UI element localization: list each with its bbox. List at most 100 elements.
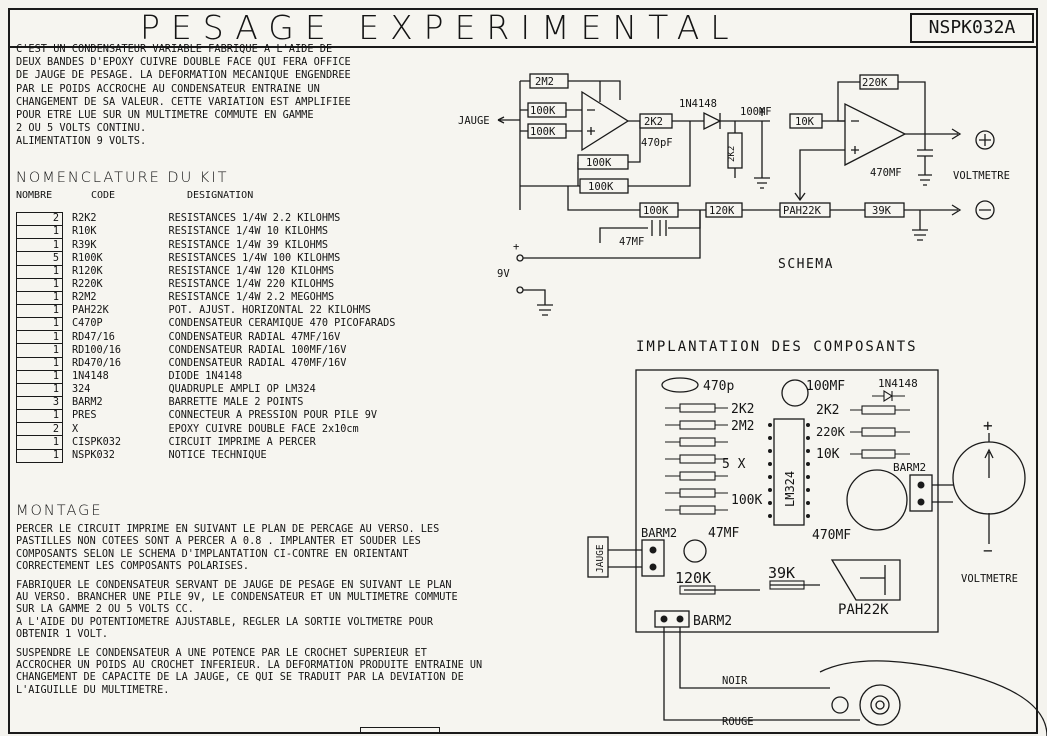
- montage-line: FABRIQUER LE CONDENSATEUR SERVANT DE JAU…: [16, 579, 452, 591]
- cell-code: PRES: [72, 410, 97, 422]
- cell-designation: RESISTANCE 1/4W 2.2 MEGOHMS: [168, 292, 335, 304]
- header-jauge: [641, 539, 665, 577]
- title-bar: PESAGE EXPERIMENTAL NSPK032A: [10, 10, 1036, 48]
- resistor-100k-b: [527, 123, 567, 139]
- montage-line: SUSPENDRE LE CONDENSATEUR A UNE POTENCE …: [16, 647, 427, 659]
- supply-terminal-minus: [516, 286, 524, 294]
- cell-code: R39K: [72, 239, 97, 251]
- cell-designation: BARRETTE MALE 2 POINTS: [168, 397, 304, 409]
- cell-qty: 5: [16, 251, 63, 266]
- label-9v: 9V: [497, 268, 510, 280]
- resistor-100k-d: [579, 178, 629, 194]
- impl-label-470p: 470p: [703, 379, 734, 394]
- cell-code: BARM2: [72, 397, 103, 409]
- cell-code: R2K2: [72, 213, 97, 225]
- label-10k: 10K: [795, 116, 815, 128]
- resistor-10k: [789, 113, 823, 129]
- montage-line: CORRECTEMENT LES COMPOSANTS POLARISES.: [16, 561, 250, 573]
- label-120k: 120K: [709, 205, 735, 217]
- cell-designation: NOTICE TECHNIQUE: [168, 449, 267, 461]
- label-pah22k: PAH22K: [783, 205, 822, 217]
- montage-line: AU VERSO. BRANCHER UNE PILE 9V, LE CONDE…: [16, 592, 458, 604]
- header-voltmetre: [909, 474, 933, 512]
- ceramic-capacitor: [661, 377, 699, 393]
- datasheet: PESAGE EXPERIMENTAL NSPK032A: [8, 8, 1038, 734]
- label-2m2: 2M2: [535, 76, 554, 88]
- label-2k2-b: 2K2: [727, 146, 737, 162]
- cell-designation: RESISTANCE 1/4W 39 KILOHMS: [168, 239, 328, 251]
- resistor-100k-a: [527, 102, 567, 118]
- impl-label-5x: 5 X: [722, 457, 746, 472]
- cell-designation: RESISTANCES 1/4W 100 KILOHMS: [168, 252, 341, 264]
- capacitor-470mf: [846, 469, 908, 531]
- montage-line: OBTENIR 1 VOLT.: [16, 629, 109, 641]
- cell-designation: CONDENSATEUR RADIAL 100MF/16V: [168, 344, 347, 356]
- header-bottom: [654, 610, 690, 628]
- impl-label-470mf: 470MF: [812, 528, 851, 543]
- montage-line: CHANGEMENT DE CAPACITE DE LA JAUGE, CE Q…: [16, 672, 464, 684]
- montage-paragraph: SUSPENDRE LE CONDENSATEUR A UNE POTENCE …: [16, 648, 606, 698]
- cell-code: R120K: [72, 265, 103, 277]
- impl-label-rouge: ROUGE: [722, 716, 754, 728]
- schema-caption: SCHEMA: [778, 257, 834, 272]
- schematic-parts: [516, 73, 995, 294]
- montage-line: COMPOSANTS SELON LE SCHEMA D'IMPLANTATIO…: [16, 548, 409, 560]
- label-100mf: 100MF: [740, 106, 772, 118]
- pcb-board: [635, 369, 939, 633]
- montage-line: SUR LA GAMME 2 OU 5 VOLTS CC.: [16, 604, 194, 616]
- impl-label-2k2-left: 2K2: [731, 402, 754, 417]
- intro-line: POUR ETRE LUE SUR UN MULTIMETRE COMMUTE …: [16, 109, 314, 122]
- label-220k: 220K: [862, 77, 888, 89]
- resistor-100k-c: [577, 154, 629, 170]
- resistor-2k2-b: [727, 132, 743, 169]
- cell-qty: 1: [16, 264, 63, 279]
- cell-qty: 1: [16, 343, 63, 358]
- cell-designation: CIRCUIT IMPRIME A PERCER: [168, 436, 316, 448]
- label-plus: +: [513, 241, 519, 253]
- impl-label-lm324: LM324: [783, 471, 797, 507]
- intro-line: PAR LE POIDS ACCROCHE AU CONDENSATEUR EN…: [16, 82, 320, 95]
- cell-designation: POT. AJUST. HORIZONTAL 22 KILOHMS: [168, 305, 371, 317]
- cell-qty: 1: [16, 356, 63, 371]
- cell-designation: RESISTANCE 1/4W 10 KILOHMS: [168, 226, 328, 238]
- schematic-wires: [497, 80, 962, 316]
- reference-code: NSPK032A: [910, 13, 1034, 43]
- montage-line: L'AIGUILLE DU MULTIMETRE.: [16, 684, 170, 696]
- cell-qty: 1: [16, 290, 63, 305]
- capacitor-100mf: [781, 379, 809, 407]
- terminal-signs: [587, 109, 991, 211]
- cell-qty: 3: [16, 395, 63, 411]
- cell-qty: 1: [16, 369, 63, 384]
- impl-label-barm2-right: BARM2: [893, 461, 926, 474]
- cell-code: RD47/16: [72, 331, 115, 343]
- label-39k: 39K: [872, 205, 892, 217]
- cell-designation: CONDENSATEUR RADIAL 47MF/16V: [168, 331, 341, 343]
- cell-code: 1N4148: [72, 370, 109, 382]
- capacitor-47mf: [683, 539, 707, 563]
- montage-paragraph: PERCER LE CIRCUIT IMPRIME EN SUIVANT LE …: [16, 524, 606, 574]
- supply-terminal-plus: [516, 254, 524, 262]
- pcb-pads: [649, 423, 925, 623]
- cell-code: R220K: [72, 278, 103, 290]
- intro-line: 2 OU 5 VOLTS CONTINU.: [16, 122, 147, 135]
- cell-designation: EPOXY CUIVRE DOUBLE FACE 2x10cm: [168, 423, 359, 435]
- cell-designation: RESISTANCES 1/4W 2.2 KILOHMS: [168, 213, 341, 225]
- pcb-outline: [587, 369, 1047, 736]
- label-100k-a: 100K: [530, 105, 556, 117]
- table-row: 3 BARM2 BARRETTE MALE 2 POINTS: [16, 395, 396, 411]
- impl-label-2m2: 2M2: [731, 419, 754, 434]
- label-100k-c: 100K: [586, 157, 612, 169]
- nomenclature-heading: NOMENCLATURE DU KIT: [16, 170, 229, 186]
